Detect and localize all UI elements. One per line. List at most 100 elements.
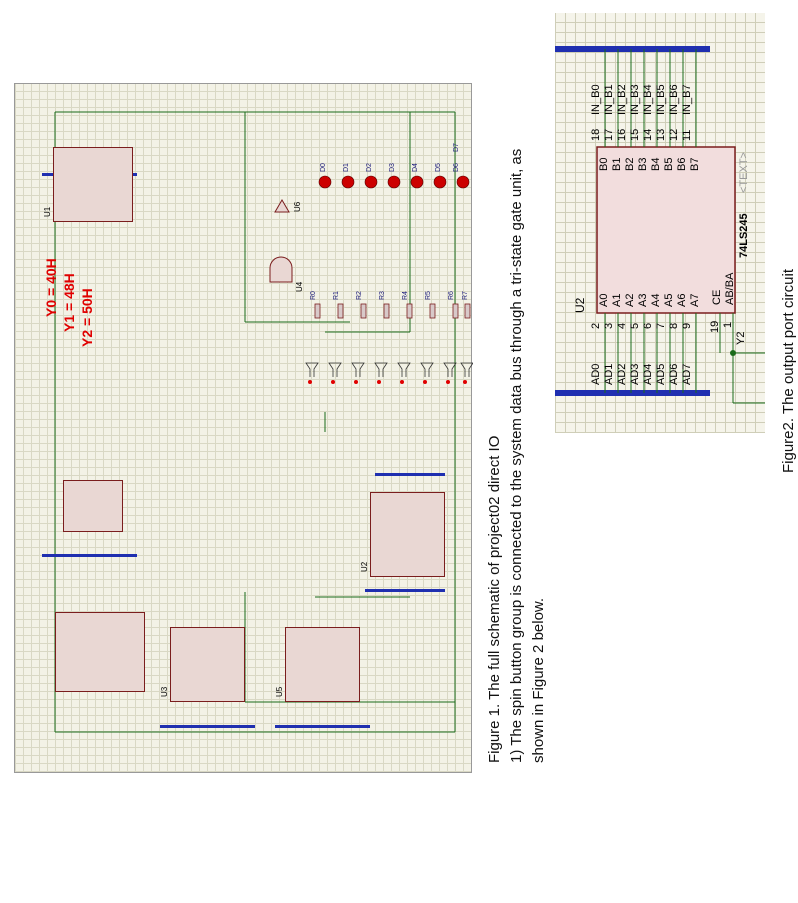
b-pin-num: 17: [603, 128, 615, 141]
a-pin: A2: [624, 293, 636, 307]
schematic-wiring: [54, 111, 473, 733]
r7-label: R7: [462, 291, 469, 300]
r0-label: R0: [310, 291, 317, 300]
r6-label: R6: [448, 291, 455, 300]
y1-label: Y1 = 48H: [61, 273, 77, 332]
bus-u2: [365, 589, 445, 592]
a-pin: A4: [650, 293, 662, 307]
abba-label: AB/BA: [724, 272, 736, 305]
chip-text: <TEXT>: [738, 152, 750, 193]
u3-label: U3: [160, 686, 169, 697]
b-pin-num: 16: [616, 128, 628, 141]
ad-label: AD7: [681, 363, 693, 385]
b-pin-num: 11: [681, 129, 693, 141]
ad-label: AD0: [590, 363, 602, 385]
in-label: IN_B3: [629, 84, 641, 115]
chip-u1: [53, 147, 133, 222]
bus-u2b: [375, 473, 445, 476]
a-pin: A3: [637, 293, 649, 307]
b-pin: B4: [650, 157, 662, 171]
y2-label: Y2: [735, 331, 747, 345]
d2-label: D2: [366, 163, 373, 172]
a-pin-num: 2: [590, 322, 602, 329]
r3-label: R3: [379, 291, 386, 300]
u6-label: U6: [293, 201, 302, 212]
u2-name: U2: [573, 297, 587, 313]
a-pin-num: 3: [603, 322, 615, 329]
figure2-wiring: [555, 46, 765, 404]
ad-label: AD2: [616, 363, 628, 385]
d0-label: D0: [320, 163, 327, 172]
ad-label: AD3: [629, 363, 641, 385]
d4-label: D4: [412, 163, 419, 172]
r2-label: R2: [356, 291, 363, 300]
ce-pin: 19: [709, 320, 721, 333]
b-pin: B6: [676, 157, 688, 171]
d1-label: D1: [343, 163, 350, 172]
u5-label: U5: [275, 686, 284, 697]
d3-label: D3: [389, 163, 396, 172]
d5-label: D5: [435, 163, 442, 172]
r1-label: R1: [333, 291, 340, 300]
ad-label: AD4: [642, 363, 654, 385]
b-pin-num: 13: [655, 128, 667, 141]
a-pin: A0: [598, 293, 610, 307]
b-pin: B3: [637, 157, 649, 171]
a-pin-num: 9: [681, 322, 693, 329]
in-label: IN_B0: [590, 84, 602, 115]
a-pin-num: 5: [629, 322, 641, 329]
chip-decoder: [63, 480, 123, 532]
u4-label: U4: [295, 281, 304, 292]
figure1-caption: Figure 1. The full schematic of project0…: [486, 435, 503, 763]
chip-u5: [285, 627, 360, 702]
y0-label: Y0 = 40H: [43, 258, 59, 317]
figure1-schematic: U1 U2 U3 U4 U5 U6 Y0 = 40H Y1 = 48H Y2 =…: [14, 83, 473, 773]
bus-u3: [160, 725, 255, 728]
a-pin-num: 8: [668, 322, 680, 329]
figure2-caption: Figure2. The output port circuit: [780, 269, 797, 473]
chip-u2: [370, 492, 445, 577]
paragraph-line2: shown in Figure 2 below.: [530, 597, 547, 763]
u1-label: U1: [43, 206, 52, 217]
chip-8088: [55, 612, 145, 692]
in-label: IN_B6: [668, 84, 680, 115]
a-pin: A6: [676, 293, 688, 307]
in-label: IN_B7: [681, 84, 693, 115]
ad-label: AD6: [668, 363, 680, 385]
b-pin: B0: [598, 157, 610, 171]
in-label: IN_B5: [655, 84, 667, 115]
ad-label: AD5: [655, 363, 667, 385]
a-pin: A5: [663, 293, 675, 307]
chip-type: 74LS245: [738, 213, 750, 258]
b-pin: B2: [624, 157, 636, 171]
ad-label: AD1: [603, 363, 615, 385]
in-label: IN_B2: [616, 84, 628, 115]
chip-u3: [170, 627, 245, 702]
b-pin-num: 18: [590, 128, 602, 141]
b-pin: B7: [689, 157, 701, 171]
b-pin-num: 15: [629, 128, 641, 141]
r4-label: R4: [402, 291, 409, 300]
a-pin-num: 6: [642, 322, 654, 329]
r5-label: R5: [425, 291, 432, 300]
bus-u1: [42, 554, 137, 557]
in-label: IN_B1: [603, 84, 615, 115]
bus-u5: [275, 725, 370, 728]
paragraph-line1: 1) The spin button group is connected to…: [508, 148, 525, 763]
ce-label: CE: [711, 289, 723, 305]
b-pin: B1: [611, 157, 623, 171]
a-pin: A7: [689, 293, 701, 307]
a-pin-num: 4: [616, 322, 628, 329]
a-pin-num: 7: [655, 322, 667, 329]
in-label: IN_B4: [642, 84, 654, 115]
abba-pin: 1: [722, 321, 734, 328]
b-pin-num: 14: [642, 128, 654, 141]
y2-label: Y2 = 50H: [79, 288, 95, 347]
a-pin: A1: [611, 293, 623, 307]
u2-label: U2: [360, 561, 369, 572]
d7-label: D7: [453, 143, 460, 152]
b-pin: B5: [663, 157, 675, 171]
d6-label: D6: [453, 163, 460, 172]
